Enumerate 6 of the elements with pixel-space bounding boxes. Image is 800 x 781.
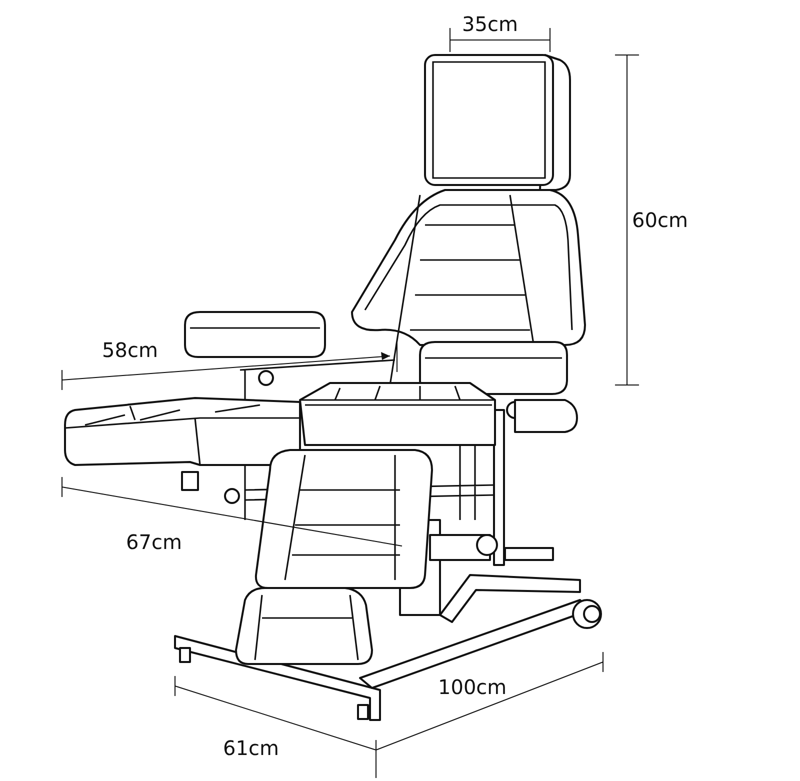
dimension-label: 58cm <box>102 340 158 360</box>
dimension-label: 35cm <box>462 14 518 34</box>
dimension-label: 60cm <box>632 210 688 230</box>
dimension-label: 100cm <box>438 677 507 697</box>
dimension-label: 61cm <box>223 738 279 758</box>
dimension-label: 67cm <box>126 532 182 552</box>
